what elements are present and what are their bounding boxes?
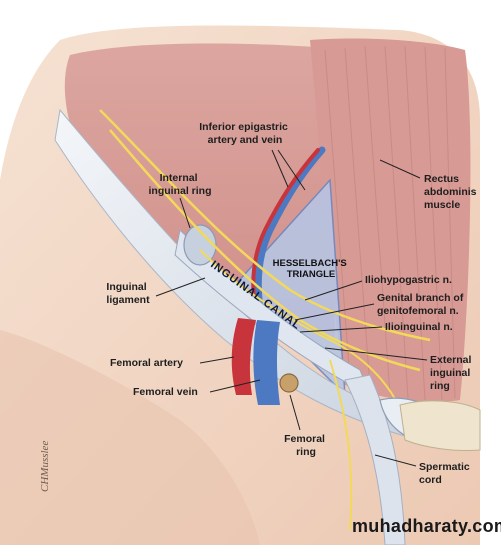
pubic-bone: [399, 400, 481, 451]
external-ring-label: External inguinal ring: [430, 354, 474, 392]
hesselbach-label: HESSELBACH'S TRIANGLE: [273, 258, 350, 280]
genitofemoral-genital-branch: [199, 249, 406, 421]
genital-branch-leader: [294, 303, 375, 321]
spermatic-cord-label: Spermatic cord: [419, 461, 473, 486]
internal-ring-label: Internal inguinal ring: [149, 172, 212, 197]
inferior-epigastric-leader: [271, 149, 289, 188]
femoral-artery-label: Femoral artery: [110, 357, 183, 369]
femoral-vein-label: Femoral vein: [133, 386, 198, 398]
inguinal-ligament-leader: [155, 277, 206, 297]
rectus-label: Rectus abdominis muscle: [424, 173, 479, 211]
thigh-shadow: [0, 330, 260, 545]
inferior-epigastric-leader-2: [277, 149, 306, 191]
ilioinguinal-nerve: [109, 129, 421, 372]
femoral-ring-leader: [289, 394, 301, 431]
rectus-abdominis-muscle: [310, 38, 471, 402]
ilioinguinal-leader: [299, 326, 383, 333]
rectus-leader: [379, 159, 421, 179]
femoral-ring: [279, 373, 299, 393]
internal-ring-leader: [179, 197, 191, 229]
genital-branch-label: Genital branch of genitofemoral n.: [377, 292, 466, 317]
spermatic-cord-leader: [374, 454, 417, 467]
site-watermark: muhadharaty.com: [352, 516, 501, 536]
femoral-vein-leader: [209, 379, 261, 393]
ilioinguinal-label: Ilioinguinal n.: [385, 321, 453, 333]
internal-inguinal-ring: [183, 224, 217, 266]
iliohypogastric-leader: [304, 280, 363, 301]
artist-signature: CHMusslee: [39, 441, 51, 492]
rectus-fibers: [324, 45, 456, 401]
femoral-vein: [253, 320, 280, 405]
external-ring-leader: [324, 347, 428, 361]
inferior-epigastric-artery: [251, 148, 320, 322]
inferior-epigastric-label: Inferior epigastric artery and vein: [199, 121, 291, 146]
spermatic-cord-nerve: [329, 359, 353, 531]
femoral-artery: [231, 318, 256, 395]
femoral-ring-label: Femoral ring: [284, 433, 328, 458]
inguinal-ligament-label: Inguinal ligament: [106, 281, 150, 306]
iliohypogastric-label: Iliohypogastric n.: [365, 274, 452, 286]
inferior-epigastric-vein: [254, 146, 326, 324]
femoral-artery-leader: [199, 356, 235, 364]
